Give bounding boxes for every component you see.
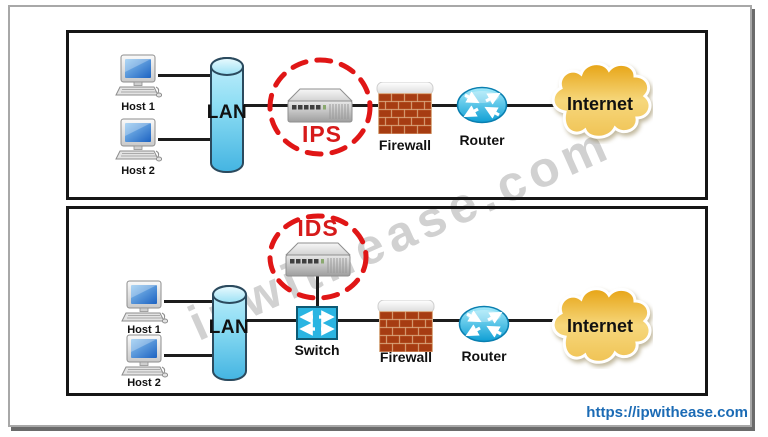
panel-ips-deployment [66,30,708,200]
router-label: Router [459,132,505,148]
firewall-icon [377,300,435,352]
lan-label: LAN [206,102,248,123]
ips-label: IPS [301,121,343,147]
internet-label: Internet [566,316,633,336]
switch-label: Switch [294,342,340,358]
panel-ids-deployment [66,206,708,396]
lan-label: LAN [208,317,250,338]
outer-frame [8,5,752,427]
ids-label: IDS [297,215,339,241]
internet-label: Internet [566,94,633,114]
connection-line [164,300,216,303]
router-icon [458,305,510,343]
host-label: Host 1 [127,324,161,336]
ids-sensor-icon [285,242,351,277]
dashed-circle-highlight [267,213,369,301]
ips-sensor-icon [287,88,353,123]
host-computer-icon [115,54,162,98]
firewall-label: Firewall [379,349,433,365]
internet-cloud-icon [551,62,652,139]
host-computer-icon [121,280,168,324]
router-label: Router [461,348,507,364]
site-url-link[interactable]: https://ipwithease.com [586,404,748,421]
connection-line [158,138,214,141]
lan-cylinder [212,285,247,381]
host-label: Host 2 [127,377,161,389]
host-computer-icon [115,118,162,162]
router-icon [456,86,508,124]
host-label: Host 1 [121,101,155,113]
connection-line [316,276,319,310]
host-label: Host 2 [121,165,155,177]
firewall-icon [376,82,434,134]
dashed-circle-highlight [267,57,373,157]
internet-cloud-icon [551,287,652,364]
connection-line [164,354,216,357]
switch-icon [296,306,338,340]
host-computer-icon [121,334,168,378]
connection-line [158,74,214,77]
lan-cylinder [210,57,244,173]
firewall-label: Firewall [378,137,432,153]
